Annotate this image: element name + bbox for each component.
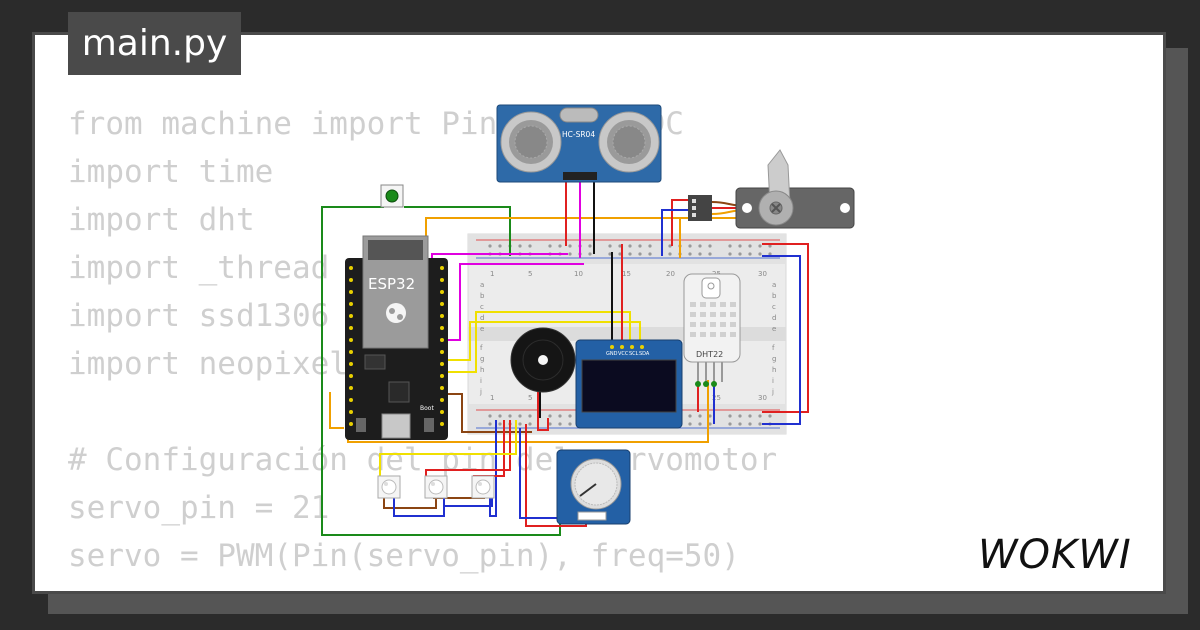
led bbox=[471, 475, 495, 499]
bb-row-label: a bbox=[772, 281, 776, 289]
bb-col-label: 10 bbox=[574, 270, 583, 278]
code-line: import dht bbox=[68, 202, 255, 238]
bb-col-label: 5 bbox=[528, 394, 532, 402]
bb-row-label: c bbox=[772, 303, 776, 311]
push-button[interactable] bbox=[380, 184, 404, 208]
code-line: import _thread bbox=[68, 250, 330, 286]
bb-row-label: c bbox=[480, 303, 484, 311]
bb-row-label: h bbox=[480, 366, 484, 374]
bb-col-label: 1 bbox=[490, 270, 494, 278]
file-tab[interactable]: main.py bbox=[68, 12, 241, 75]
bb-row-label: d bbox=[480, 314, 484, 322]
bb-row-label: e bbox=[480, 325, 484, 333]
bb-row-label: a bbox=[480, 281, 484, 289]
bb-row-label: d bbox=[772, 314, 776, 322]
bb-col-label: 20 bbox=[666, 270, 675, 278]
bb-row-label: b bbox=[772, 292, 777, 300]
bb-row-label: f bbox=[480, 344, 483, 352]
oled-pin-label: GND bbox=[606, 351, 618, 357]
oled-pin-label: SDA bbox=[639, 351, 650, 357]
bb-col-label: 15 bbox=[622, 270, 631, 278]
bb-row-label: g bbox=[772, 355, 776, 363]
dht22-sensor: DHT22 bbox=[683, 273, 741, 387]
esp32-boot-label: Boot bbox=[420, 405, 434, 412]
dht-label: DHT22 bbox=[696, 350, 723, 359]
esp32-label: ESP32 bbox=[368, 275, 415, 293]
bb-col-label: 5 bbox=[528, 270, 532, 278]
bb-row-label: i bbox=[480, 377, 482, 385]
bb-row-label: b bbox=[480, 292, 485, 300]
led bbox=[424, 475, 448, 499]
oled-pin-label: SCL bbox=[629, 351, 639, 357]
bb-row-label: f bbox=[772, 344, 775, 352]
ultrasonic-label: HC-SR04 bbox=[562, 130, 595, 139]
bb-row-label: g bbox=[480, 355, 484, 363]
bb-row-label: h bbox=[772, 366, 776, 374]
code-line: import ssd1306 bbox=[68, 298, 330, 334]
code-line: servo_pin = 21 bbox=[68, 490, 330, 526]
oled-pin-label: VCC bbox=[618, 351, 629, 357]
bb-row-label: e bbox=[772, 325, 776, 333]
servo-motor bbox=[688, 149, 855, 229]
bb-row-label: i bbox=[772, 377, 774, 385]
code-line: import time bbox=[68, 154, 274, 190]
neopixel-leds bbox=[377, 475, 495, 499]
wokwi-logo: WOKWI bbox=[978, 532, 1132, 578]
logo-text: WOKWI bbox=[978, 532, 1132, 578]
code-line: import neopixel bbox=[68, 346, 348, 382]
bb-col-label: 30 bbox=[758, 394, 767, 402]
buzzer bbox=[510, 327, 576, 393]
code-line: servo = PWM(Pin(servo_pin), freq=50) bbox=[68, 538, 740, 574]
bb-col-label: 30 bbox=[758, 270, 767, 278]
bb-col-label: 1 bbox=[490, 394, 494, 402]
bb-row-label: j bbox=[771, 388, 774, 396]
potentiometer[interactable] bbox=[556, 449, 631, 525]
ultrasonic-sensor: HC-SR04 bbox=[496, 104, 662, 183]
led bbox=[377, 475, 401, 499]
esp32-board: ESP32 Boot bbox=[345, 235, 448, 440]
bb-col-label: 25 bbox=[712, 394, 721, 402]
bb-row-label: j bbox=[479, 388, 482, 396]
oled-display: GND VCC SCL SDA bbox=[575, 339, 683, 429]
